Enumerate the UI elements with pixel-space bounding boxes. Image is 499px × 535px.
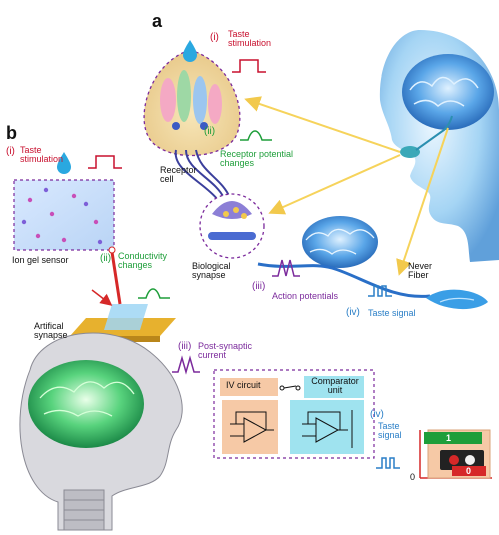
a-taste-signal-num: (iv) <box>346 307 360 318</box>
circuit-panel <box>213 369 375 459</box>
biological-synapse-illustration <box>199 193 265 259</box>
axis-zero-label: 0 <box>410 472 416 482</box>
receptor-cell-label: Receptor cell <box>160 165 197 185</box>
output-high-label: 1 <box>446 433 452 443</box>
blue-brain-illustration <box>257 216 488 310</box>
biological-synapse-label: Biological synapse <box>192 261 231 281</box>
ion-gel-sensor-illustration <box>13 152 115 251</box>
a-receptor-num: (ii) <box>204 126 216 137</box>
artificial-synapse-label: Artifical synapse <box>34 321 68 341</box>
human-head-illustration <box>379 30 499 262</box>
ion-gel-sensor-label: Ion gel sensor <box>12 255 69 265</box>
iv-circuit-label: IV circuit <box>226 380 261 390</box>
a-receptor-text: Receptor potential changes <box>220 149 294 169</box>
a-taste-stim-num: (i) <box>210 32 219 43</box>
b-taste-signal-text: Taste signal <box>378 421 402 441</box>
waveforms <box>88 59 400 469</box>
b-conductivity-text: Conductivity changes <box>118 251 168 271</box>
b-taste-stim-text: Taste stimulation <box>20 145 64 165</box>
b-post-synaptic-num: (iii) <box>178 341 192 352</box>
never-fiber-label: Never Fiber <box>408 261 433 281</box>
a-taste-stim-text: Taste stimulation <box>228 29 272 49</box>
b-taste-stim-num: (i) <box>6 146 15 157</box>
yellow-arrows <box>244 96 449 276</box>
b-post-synaptic-text: Post-synaptic current <box>198 341 253 361</box>
a-action-text: Action potentials <box>272 291 339 301</box>
b-conductivity-num: (ii) <box>100 253 112 264</box>
robot-head-illustration <box>19 332 183 531</box>
taste-bud-illustration <box>143 40 241 156</box>
panel-a-letter: a <box>152 11 163 31</box>
panel-b-letter: b <box>6 123 17 143</box>
b-taste-signal-num: (iv) <box>370 409 384 420</box>
comparator-unit-label: Comparator unit <box>311 376 359 396</box>
nerve-fibers <box>174 149 231 201</box>
output-panel <box>419 429 492 479</box>
a-taste-signal-text: Taste signal <box>368 308 416 318</box>
output-low-label: 0 <box>466 466 472 476</box>
a-action-num: (iii) <box>252 281 266 292</box>
